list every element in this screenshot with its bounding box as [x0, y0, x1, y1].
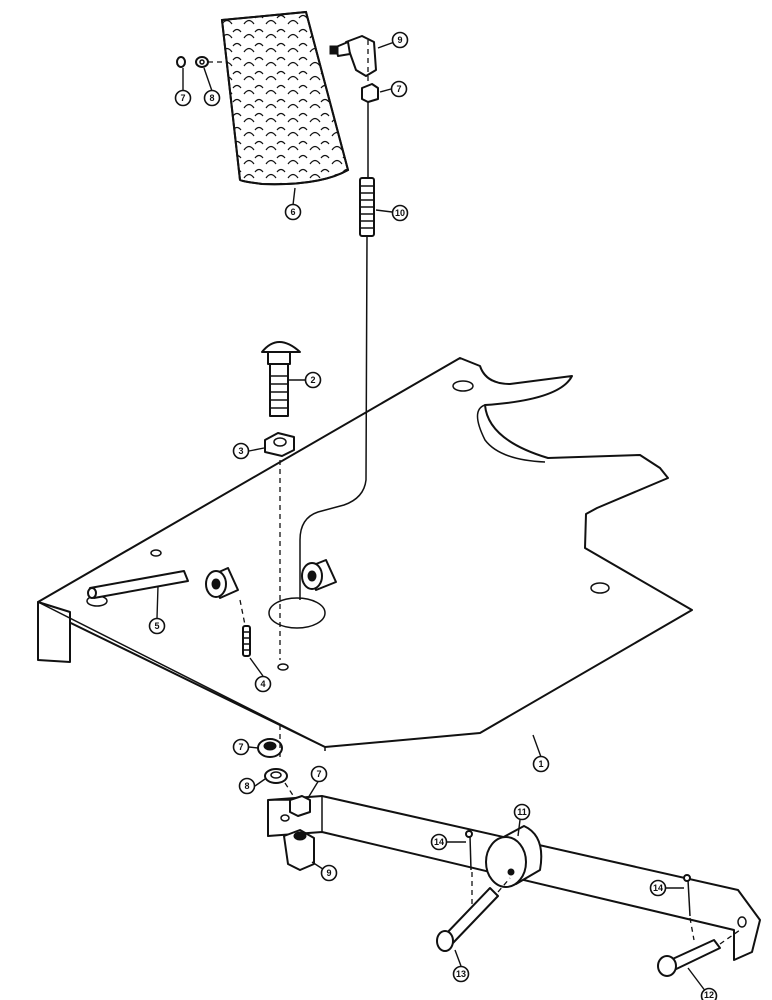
svg-text:1: 1 [538, 759, 543, 769]
callout-7-lower-left: 7 [232, 738, 250, 756]
svg-text:6: 6 [290, 207, 295, 217]
lower-clevis [283, 829, 315, 871]
pedal-pad [220, 10, 350, 186]
callout-7-lower-right: 7 [310, 765, 328, 783]
svg-text:7: 7 [316, 769, 321, 779]
pedal-clevis [329, 35, 377, 77]
svg-text:10: 10 [395, 208, 405, 218]
callout-6: 6 [284, 203, 302, 221]
svg-text:9: 9 [397, 35, 402, 45]
floor-plate [37, 357, 693, 751]
callout-4: 4 [254, 675, 272, 693]
svg-text:7: 7 [396, 84, 401, 94]
callout-1: 1 [532, 755, 550, 773]
hex-nut [264, 432, 295, 457]
svg-text:7: 7 [238, 742, 243, 752]
clevis-jam-nut [361, 83, 379, 103]
svg-text:2: 2 [310, 375, 315, 385]
svg-text:3: 3 [238, 446, 243, 456]
svg-text:12: 12 [704, 990, 714, 1000]
clevis-pin-right [657, 939, 721, 977]
callout-9-top: 9 [391, 31, 409, 49]
svg-text:14: 14 [434, 837, 444, 847]
lower-nut [257, 738, 283, 758]
carriage-bolt [261, 341, 301, 417]
svg-text:8: 8 [209, 93, 214, 103]
callout-8-top: 8 [203, 89, 221, 107]
svg-text:13: 13 [456, 969, 466, 979]
callout-2: 2 [304, 371, 322, 389]
callout-10: 10 [391, 204, 409, 222]
callout-12: 12 [700, 987, 718, 1000]
callout-7-top-right: 7 [390, 80, 408, 98]
floor-plate-opening [268, 597, 326, 629]
callout-3: 3 [232, 442, 250, 460]
svg-text:14: 14 [653, 883, 663, 893]
callout-7-top-left: 7 [174, 89, 192, 107]
clevis-pin-left [436, 887, 499, 952]
pedal-nut [176, 56, 186, 68]
svg-text:4: 4 [260, 679, 265, 689]
cotter-pin-left [465, 830, 473, 871]
callout-8-lower: 8 [238, 777, 256, 795]
pedal-washer [195, 56, 209, 68]
pivot-bushing-right [301, 559, 337, 591]
svg-text:8: 8 [244, 781, 249, 791]
set-screw [242, 625, 251, 657]
callout-5: 5 [148, 617, 166, 635]
svg-text:9: 9 [326, 868, 331, 878]
svg-text:5: 5 [154, 621, 159, 631]
svg-text:11: 11 [517, 807, 527, 817]
threaded-rod [359, 177, 375, 237]
svg-text:7: 7 [180, 93, 185, 103]
callout-13: 13 [452, 965, 470, 983]
bracket-roller [485, 825, 543, 888]
callout-14-left: 14 [430, 833, 448, 851]
linkage-rod [299, 102, 369, 600]
callout-11: 11 [513, 803, 531, 821]
cotter-pin-right [683, 874, 691, 917]
callout-14-right: 14 [649, 879, 667, 897]
pivot-pin [87, 570, 189, 599]
lower-washer [264, 768, 288, 784]
lower-jam-nut [289, 795, 311, 817]
callout-9-lower: 9 [320, 864, 338, 882]
pivot-bushing-left [205, 567, 239, 599]
